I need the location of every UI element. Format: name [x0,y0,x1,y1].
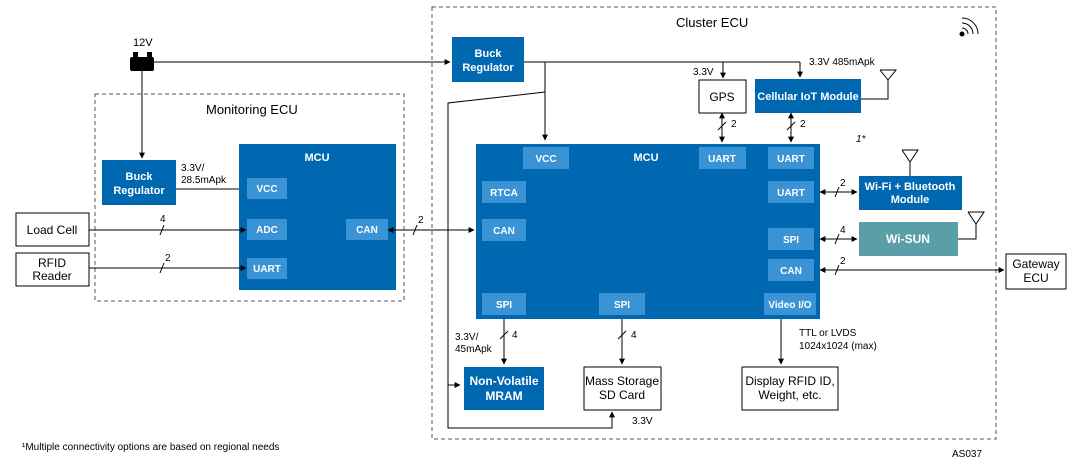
mon-adc-port [247,219,287,240]
label-gateway-1: Gateway [1012,257,1059,271]
wifi-antenna-icon [901,149,919,176]
label-bus-cell: 2 [800,119,806,130]
monitoring-ecu-title: Monitoring ECU [206,102,298,117]
label-cell-iot: Cellular IoT Module [757,91,858,103]
label-uart-cell: UART [777,154,805,165]
label-bus-4-load: 4 [160,214,166,225]
label-mcu: MCU [633,152,658,164]
label-gps: GPS [709,90,734,104]
label-uart-wifi: UART [777,188,805,199]
mram-box [464,367,544,410]
can-right-port [768,259,814,281]
label-mram-2: MRAM [485,389,522,403]
label-mon-power-2: 28.5mApk [181,175,227,186]
gps-power: 3.3V [693,67,714,78]
wisun-antenna-icon [958,211,985,240]
label-mram-1: Non-Volatile [469,374,538,388]
label-bus-2-can: 2 [418,215,424,226]
label-video-spec-2: 1024x1024 (max) [799,341,877,352]
video-io-port [764,293,816,315]
label-mon-mcu: MCU [304,152,329,164]
uart-cell-port [768,147,814,169]
label-mon-can: CAN [356,225,378,236]
sd-card-box [583,366,662,411]
label-spi-sd: SPI [614,300,630,311]
label-bus-gateway: 2 [840,256,846,267]
cell-power: 3.3V 485mApk [809,57,876,68]
rfid-reader-box [15,252,90,287]
label-wisun: Wi-SUN [886,232,930,246]
wisun-module [859,222,958,256]
label-buck-left-1: Buck [126,171,154,183]
mon-uart-port [247,258,287,279]
label-gateway-2: ECU [1023,271,1048,285]
mon-power-spec: 3.3V/ [181,163,205,174]
can-left-port [482,219,526,241]
label-wifi-bt-2: Module [891,194,930,206]
label-vcc: VCC [535,154,556,165]
wifi-bluetooth-module [859,176,962,210]
label-video-io: Video I/O [768,300,811,311]
mram-power: 3.3V/ [455,332,479,343]
label-load-cell: Load Cell [27,223,78,237]
footnote-mark: 1* [856,134,867,145]
label-bus-wifi: 2 [840,178,846,189]
cluster-mcu [476,144,820,319]
uart-wifi-port [768,181,814,203]
load-cell-box [15,212,90,247]
uart-gps-port [699,147,746,169]
battery-label: 12V [133,37,153,49]
cluster-ecu-title: Cluster ECU [676,15,748,30]
label-mon-uart: UART [253,264,281,275]
gateway-ecu-box [1005,253,1067,290]
label-bus-mram: 4 [512,330,518,341]
cellular-iot-module [755,79,861,113]
label-rfid-1: RFID [38,256,66,270]
footnote: ¹Multiple connectivity options are based… [22,442,279,453]
monitoring-ecu-boundary [94,93,405,302]
label-bus-gps: 2 [731,119,737,130]
sd-power: 3.3V [632,416,653,427]
buck-regulator-left [102,160,176,205]
label-display-1: Display RFID ID, [745,374,834,388]
wireless-signal-icon [959,17,979,37]
video-spec: TTL or LVDS [799,328,857,339]
display-box [741,366,839,411]
label-buck-top-1: Buck [475,48,503,60]
label-mram-power-2: 45mApk [455,344,493,355]
label-display-2: Weight, etc. [758,388,821,402]
label-bus-wisun: 4 [840,225,846,236]
spi-wisun-port [768,228,814,250]
label-wifi-bt-1: Wi-Fi + Bluetooth [865,181,956,193]
label-spi-mram: SPI [496,300,512,311]
spi-mram-port [482,293,526,315]
cellular-antenna-icon [861,69,898,100]
label-buck-top-2: Regulator [462,62,514,74]
rtca-port [482,181,526,203]
doc-id: AS037 [952,449,982,460]
label-uart-gps: UART [708,154,736,165]
vcc-port [523,147,569,169]
label-mon-vcc: VCC [256,184,277,195]
label-spi-wisun: SPI [783,235,799,246]
label-bus-sd: 4 [631,330,637,341]
label-buck-left-2: Regulator [113,185,165,197]
label-can-left: CAN [493,226,515,237]
battery-icon [130,52,154,71]
label-bus-2-rfid: 2 [165,253,171,264]
label-mon-adc: ADC [256,225,278,236]
label-sd-2: SD Card [599,388,645,402]
label-can-right: CAN [780,266,802,277]
cluster-ecu-boundary [431,6,997,440]
mon-vcc-port [247,178,287,199]
spi-sd-port [599,293,645,315]
mon-can-port [346,219,388,240]
buck-regulator-top [452,37,524,82]
label-rfid-2: Reader [32,269,71,283]
label-rtca: RTCA [490,188,518,199]
label-sd-1: Mass Storage [585,374,659,388]
